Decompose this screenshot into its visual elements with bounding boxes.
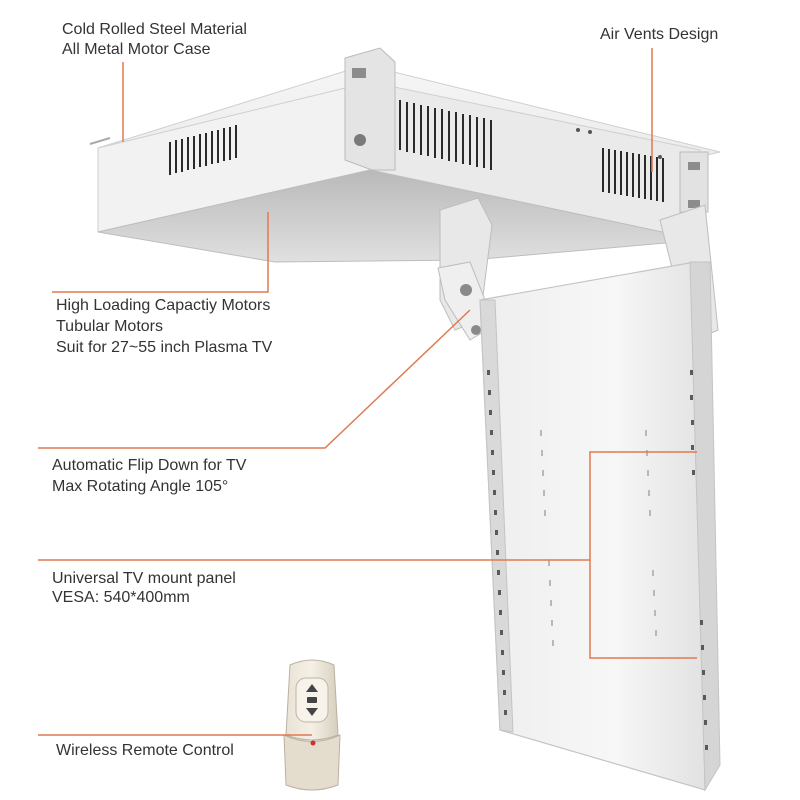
tv-mount-panel [479,261,721,792]
panel-holes-right [690,370,708,750]
callout-remote: Wireless Remote Control [56,741,234,761]
callout-flip: Automatic Flip Down for TV Max Rotating … [52,455,246,497]
led-indicator-icon [310,740,316,746]
callout-lines [38,48,697,736]
remote-control [283,659,341,791]
callout-vents: Air Vents Design [600,25,718,45]
air-vents-middle [399,100,492,170]
callout-case-line2: All Metal Motor Case [62,41,211,58]
stop-icon [307,697,317,703]
down-arrow-icon [306,708,318,716]
callout-remote-line1: Wireless Remote Control [56,742,234,759]
callout-motors-line2: Tubular Motors [56,318,163,335]
panel-slots-inner [540,430,657,646]
callout-panel: Universal TV mount panel VESA: 540*400mm [52,569,236,607]
callout-case-line1: Cold Rolled Steel Material [62,21,247,38]
up-arrow-icon [306,684,318,692]
callout-vents-line1: Air Vents Design [600,26,719,43]
callout-panel-line1: Universal TV mount panel [52,570,236,587]
callout-motors-line3: Suit for 27~55 inch Plasma TV [56,339,273,356]
callout-panel-line2: VESA: 540*400mm [52,589,190,606]
callout-line-flip [38,309,471,449]
air-vents-right [602,148,664,202]
panel-holes-left [487,370,507,715]
callout-motors-line1: High Loading Capactiy Motors [56,297,271,314]
callout-line-motors [52,212,269,293]
callout-line-panel-lower [589,560,697,659]
callout-flip-line1: Automatic Flip Down for TV [52,457,247,474]
callout-flip-line2: Max Rotating Angle 105° [52,478,229,495]
callout-motors: High Loading Capactiy Motors Tubular Mot… [56,295,272,358]
callout-case: Cold Rolled Steel Material All Metal Mot… [62,20,247,60]
motor-case [89,47,721,263]
air-vents-left [169,125,237,175]
callout-line-panel [38,451,697,561]
